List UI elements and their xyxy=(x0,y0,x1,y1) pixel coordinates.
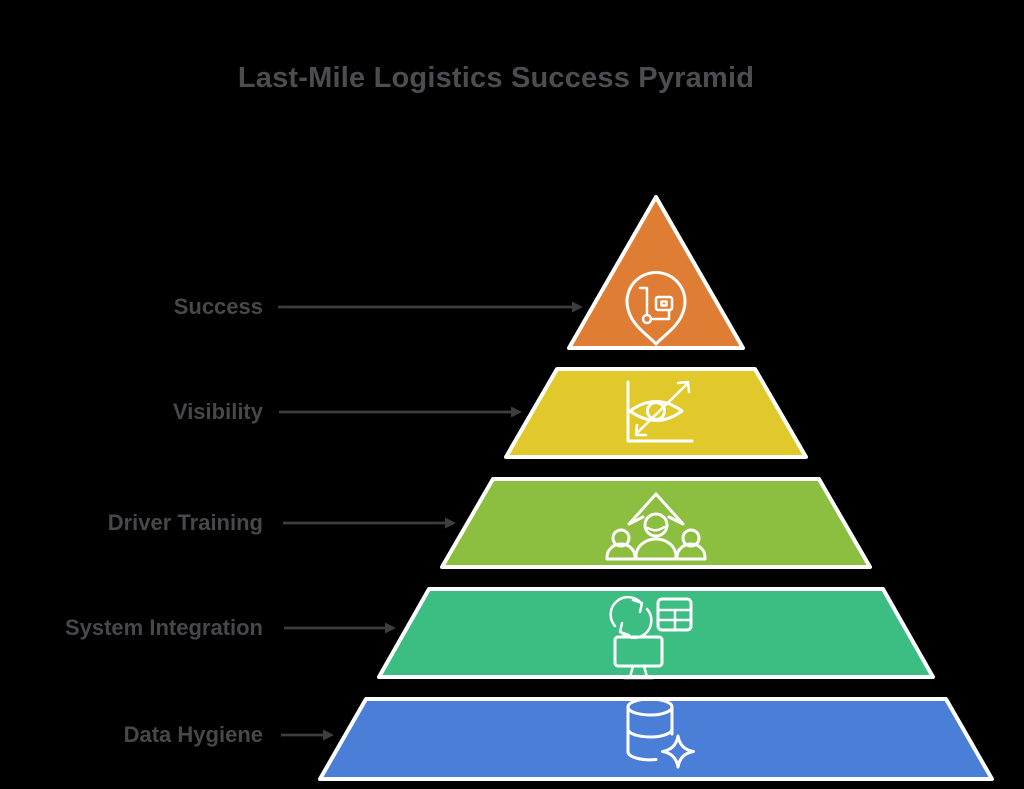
label-arrow-data-hygiene xyxy=(281,729,334,741)
label-arrow-driver-training xyxy=(283,517,456,529)
pyramid-level-visibility xyxy=(504,367,808,459)
monitor-sync-table-icon xyxy=(609,595,693,680)
level-label-system-integration: System Integration xyxy=(64,615,263,640)
pyramid-level-driver-training xyxy=(440,477,872,569)
pyramid-level-success xyxy=(567,195,745,350)
database-sparkle-icon xyxy=(626,697,695,769)
pyramid-level-data-hygiene xyxy=(318,697,994,781)
level-label-driver-training: Driver Training xyxy=(107,510,263,535)
level-shape-data-hygiene xyxy=(318,697,994,781)
level-shape-system-integration xyxy=(377,587,935,679)
pyramid-level-system-integration xyxy=(377,587,935,680)
label-arrow-visibility xyxy=(279,406,522,418)
diagram-title: Last-Mile Logistics Success Pyramid xyxy=(237,62,755,94)
level-shape-driver-training xyxy=(440,477,872,569)
delivery-pin-icon xyxy=(625,270,687,346)
level-label-visibility: Visibility xyxy=(172,399,263,424)
level-label-data-hygiene: Data Hygiene xyxy=(123,722,263,747)
team-up-arrow-icon xyxy=(605,492,707,561)
eye-growth-chart-icon xyxy=(626,380,694,443)
level-label-success: Success xyxy=(173,294,263,319)
label-arrow-system-integration xyxy=(284,622,396,634)
label-arrow-success xyxy=(278,301,583,313)
